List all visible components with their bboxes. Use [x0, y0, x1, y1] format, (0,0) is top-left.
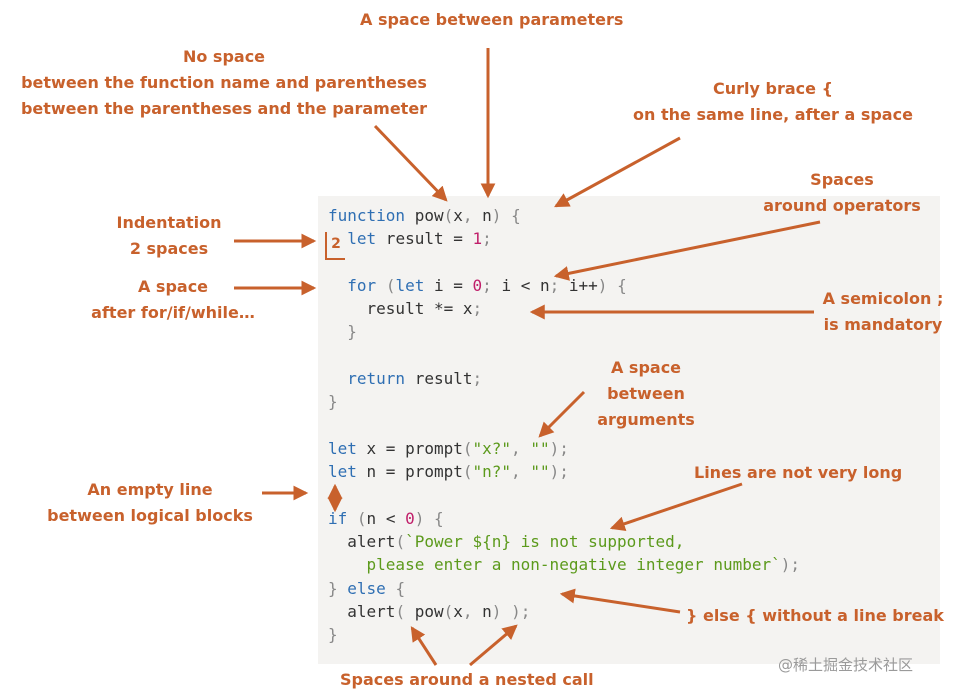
code-line: } [328, 392, 338, 412]
label-line: between [607, 384, 685, 403]
arrow-nested-call-left [410, 626, 438, 666]
label-no-space: No space between the function name and p… [6, 44, 442, 122]
indentation-marker: 2 [325, 232, 345, 260]
code-line: let n = prompt("n?", ""); [328, 462, 569, 482]
label-line: Lines are not very long [694, 463, 903, 482]
label-line: is mandatory [823, 315, 943, 334]
arrow-lines-not-long [609, 482, 743, 532]
code-line: alert(`Power ${n} is not supported, [328, 532, 685, 552]
label-lines-not-long: Lines are not very long [694, 460, 902, 486]
label-line: between the function name and parenthese… [21, 73, 427, 92]
label-else-no-break: } else { without a line break [686, 603, 944, 629]
label-line: A space [137, 277, 209, 296]
label-line: Spaces [810, 170, 874, 189]
label-line: A semicolon ; [822, 289, 944, 308]
label-curly-brace: Curly brace { on the same line, after a … [618, 76, 928, 128]
label-line: after for/if/while… [91, 303, 255, 322]
code-line: for (let i = 0; i < n; i++) { [347, 275, 627, 295]
arrow-spaces-around-operators [553, 220, 821, 281]
arrow-nested-call-right [469, 624, 518, 667]
code-line: } [347, 322, 357, 342]
label-line: } else { without a line break [686, 606, 944, 625]
label-empty-line: An empty line between logical blocks [34, 477, 266, 529]
code-block: function pow(x, n) { let result = 1; for… [328, 204, 800, 647]
code-line: function pow(x, n) { [328, 206, 521, 225]
label-line: on the same line, after a space [633, 105, 913, 124]
label-line: Indentation [116, 213, 222, 232]
arrow-curly-brace [554, 136, 681, 208]
label-line: An empty line [87, 480, 213, 499]
code-line: please enter a non-negative integer numb… [366, 555, 801, 575]
label-indentation: Indentation 2 spaces [104, 210, 234, 262]
label-line: 2 spaces [129, 239, 209, 258]
arrow-space-between-arguments [538, 390, 586, 438]
label-line: arguments [597, 410, 695, 429]
code-line: result *= x; [328, 299, 483, 319]
code-line: let result = 1; [347, 229, 492, 249]
label-line: between logical blocks [47, 506, 253, 525]
code-panel [318, 196, 940, 664]
label-space-between-arguments: A space between arguments [590, 355, 702, 433]
code-line: } else { [328, 578, 406, 598]
label-semicolon: A semicolon ; is mandatory [810, 286, 956, 338]
label-space-after-for: A space after for/if/while… [78, 274, 268, 326]
code-line: } [328, 625, 338, 645]
label-line: Spaces around a nested call [340, 670, 594, 689]
arrow-else-no-break [559, 588, 681, 614]
label-line: Curly brace { [713, 79, 833, 98]
label-space-between-parameters: A space between parameters [360, 7, 623, 33]
code-line: alert( pow(x, n) ); [328, 602, 531, 622]
code-line: if (n < 0) { [328, 508, 444, 528]
arrow-no-space [373, 124, 448, 202]
label-line: A space between parameters [360, 10, 624, 29]
watermark: @稀土掘金技术社区 [778, 656, 914, 674]
label-line: A space [610, 358, 682, 377]
label-line: around operators [763, 196, 921, 215]
code-line: return result; [347, 369, 483, 389]
label-line: No space [182, 47, 266, 66]
label-line: between the parentheses and the paramete… [20, 99, 428, 118]
label-nested-call: Spaces around a nested call [340, 667, 594, 693]
code-line: let x = prompt("x?", ""); [328, 438, 569, 458]
label-spaces-around-operators: Spaces around operators [750, 167, 934, 219]
